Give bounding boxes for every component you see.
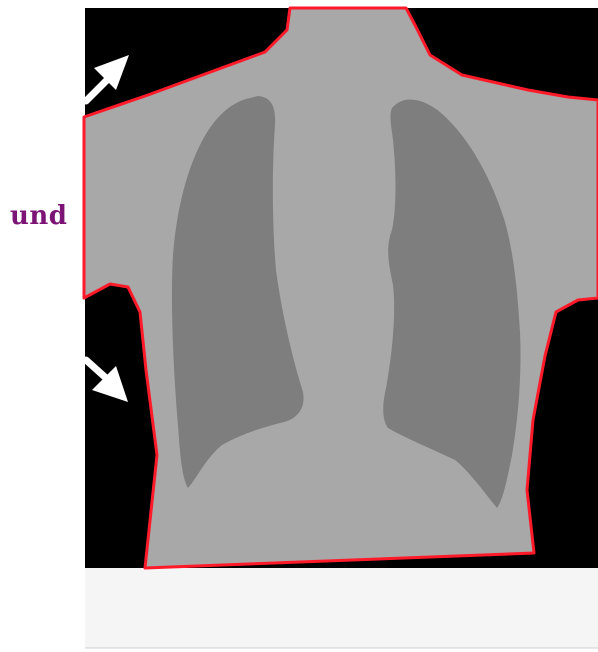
body-silhouette	[84, 8, 598, 568]
floor-band	[85, 568, 598, 648]
side-label-und: und	[10, 203, 68, 229]
